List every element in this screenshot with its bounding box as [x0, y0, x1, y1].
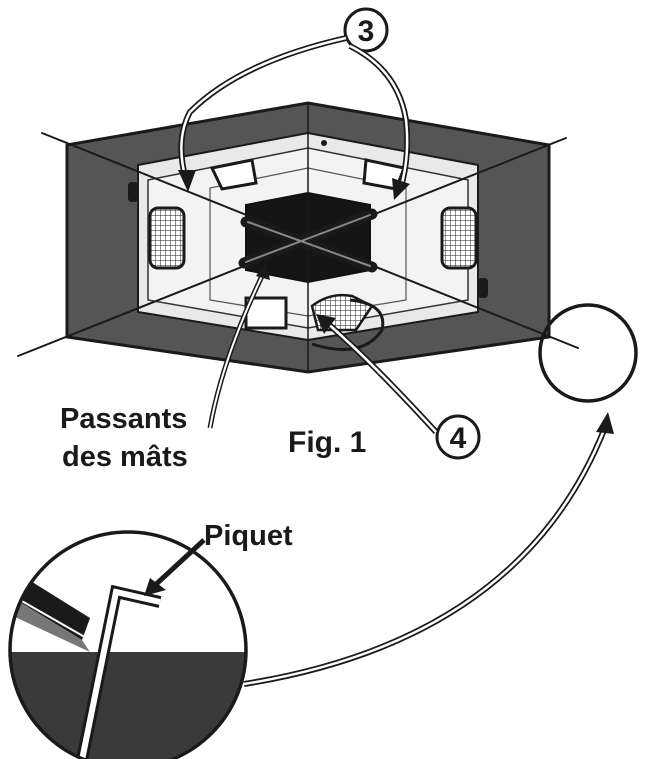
label-pole-sleeves-line2: des mâts [62, 441, 188, 473]
stake-pointer [144, 538, 206, 596]
side-tab-right [478, 278, 488, 298]
mesh-window-left [148, 206, 186, 270]
arrow-head-zoom [596, 412, 614, 434]
callout-3-number: 3 [358, 15, 375, 48]
arrow-head-right [392, 178, 410, 200]
zoom-circle [8, 530, 248, 759]
callout-3-circle [343, 7, 389, 53]
stake-detail [8, 530, 248, 759]
callout-4-circle [435, 414, 481, 460]
label-pole-sleeves-line1: Passants [60, 403, 187, 435]
mesh-window-right [440, 206, 478, 270]
door-outline [311, 298, 385, 351]
ground [10, 652, 246, 759]
vent-dot [321, 140, 327, 146]
arrow-head-left [178, 170, 196, 192]
callout-4-number: 4 [450, 422, 467, 455]
pocket-left [209, 158, 258, 191]
side-tab-left [128, 182, 138, 202]
label-stake: Piquet [204, 520, 293, 552]
zoom-connector [243, 412, 614, 687]
tent-top-view [17, 101, 579, 374]
arrow-head-stake [144, 578, 166, 596]
sleeves-pointer [207, 262, 270, 429]
arrow-head-sleeves [256, 262, 270, 280]
callout-4: 4 [316, 314, 481, 460]
figure-caption: Fig. 1 [288, 426, 366, 459]
callout-3: 3 [178, 7, 411, 200]
arrow-head-door [316, 314, 336, 334]
corner-highlight-circle [538, 303, 638, 403]
